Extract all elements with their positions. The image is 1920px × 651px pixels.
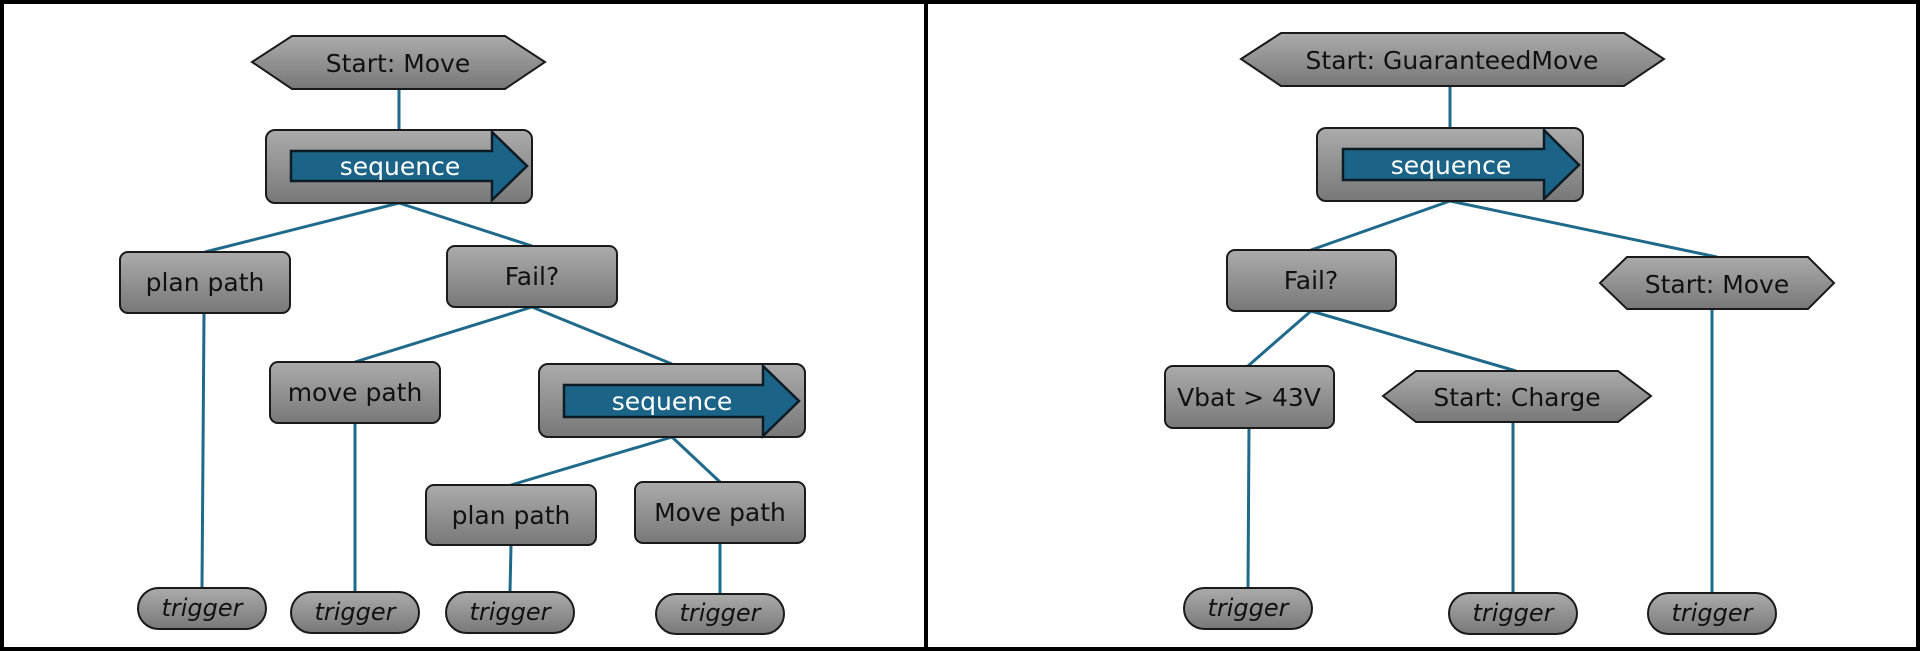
fail-label: Fail? xyxy=(1284,266,1339,295)
move-path-node: move path xyxy=(269,361,441,424)
action-box xyxy=(119,251,291,314)
sequence-arrow-icon xyxy=(1341,126,1581,202)
hexagon-node xyxy=(1598,256,1836,310)
vbat-label: Vbat > 43V xyxy=(1177,383,1321,412)
edge xyxy=(398,201,533,248)
sequence-node-2: sequence xyxy=(538,363,806,439)
trigger-node: trigger xyxy=(1448,592,1578,635)
root-start-guaranteedmove: Start: GuaranteedMove xyxy=(1239,32,1666,87)
trigger-node: trigger xyxy=(290,591,420,634)
condition-box xyxy=(446,245,618,308)
trigger-label: trigger xyxy=(161,594,244,622)
edge xyxy=(200,312,206,589)
sequence-label: sequence xyxy=(340,152,460,181)
hexagon-node xyxy=(250,35,547,90)
start-move-node: Start: Move xyxy=(1598,256,1836,310)
right-panel-frame xyxy=(924,0,1920,651)
trigger-node: trigger xyxy=(655,593,785,635)
trigger-label: trigger xyxy=(469,598,552,626)
action-box xyxy=(425,484,597,546)
trigger-pill xyxy=(1647,592,1777,635)
move-path-2-label: Move path xyxy=(654,498,786,527)
edge xyxy=(531,305,673,366)
trigger-label: trigger xyxy=(314,598,397,626)
edge xyxy=(1247,309,1312,368)
edge xyxy=(1310,199,1451,252)
left-panel: Start: Move sequence plan path Fail? mov… xyxy=(119,35,806,635)
plan-path-label: plan path xyxy=(146,268,265,297)
sequence-node: sequence xyxy=(1316,126,1584,202)
move-path-node-2: Move path xyxy=(634,481,806,544)
edge xyxy=(670,435,722,484)
edge xyxy=(510,435,673,487)
sequence-label: sequence xyxy=(612,387,732,416)
trigger-pill xyxy=(137,587,267,630)
trigger-node: trigger xyxy=(1647,592,1777,635)
plan-path-node-2: plan path xyxy=(425,484,597,546)
right-panel: Start: GuaranteedMove sequence Fail? Sta… xyxy=(1164,32,1836,635)
start-charge-label: Start: Charge xyxy=(1433,383,1600,412)
vbat-condition-node: Vbat > 43V xyxy=(1164,365,1335,429)
hexagon-node xyxy=(1239,32,1666,87)
sequence-arrow-icon xyxy=(289,129,529,203)
plan-path-2-label: plan path xyxy=(452,501,571,530)
fail-node: Fail? xyxy=(446,245,618,308)
edge xyxy=(354,305,533,364)
sequence-node-1: sequence xyxy=(265,129,533,204)
trigger-node: trigger xyxy=(1183,587,1313,630)
edge xyxy=(204,201,400,254)
move-path-label: move path xyxy=(288,378,423,407)
hexagon-node xyxy=(1381,370,1653,423)
edge xyxy=(508,544,513,593)
trigger-label: trigger xyxy=(1472,599,1555,627)
trigger-node: trigger xyxy=(137,587,267,630)
root-label: Start: Move xyxy=(326,49,470,78)
edge xyxy=(1246,427,1251,589)
trigger-label: trigger xyxy=(1207,594,1290,622)
trigger-pill xyxy=(655,593,785,635)
trigger-pill xyxy=(290,591,420,634)
start-move-label: Start: Move xyxy=(1645,270,1789,299)
trigger-pill xyxy=(1448,592,1578,635)
edge xyxy=(1310,309,1517,373)
left-panel-frame xyxy=(0,0,928,651)
sequence-arrow-icon xyxy=(562,363,801,439)
start-charge-node: Start: Charge xyxy=(1381,370,1653,423)
fail-label: Fail? xyxy=(505,262,560,291)
root-label: Start: GuaranteedMove xyxy=(1306,46,1599,75)
trigger-pill xyxy=(445,591,575,634)
action-box xyxy=(634,481,806,544)
trigger-node: trigger xyxy=(445,591,575,634)
plan-path-node: plan path xyxy=(119,251,291,314)
trigger-pill xyxy=(1183,587,1313,630)
trigger-label: trigger xyxy=(1671,599,1754,627)
condition-box xyxy=(1226,249,1397,312)
fail-node: Fail? xyxy=(1226,249,1397,312)
action-box xyxy=(269,361,441,424)
edge xyxy=(1449,199,1718,259)
condition-box xyxy=(1164,365,1335,429)
sequence-label: sequence xyxy=(1391,151,1511,180)
root-start-move: Start: Move xyxy=(250,35,547,90)
trigger-label: trigger xyxy=(679,599,762,627)
